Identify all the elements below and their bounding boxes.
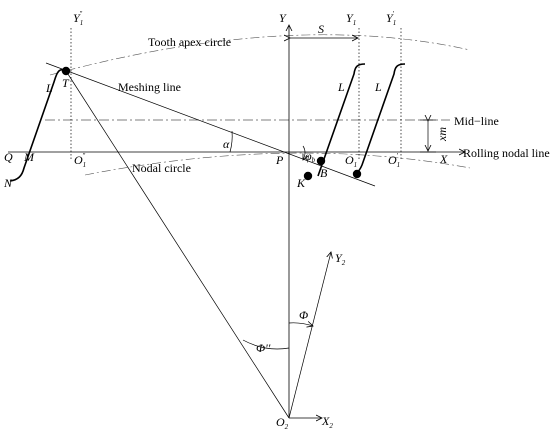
angle-arc-alpha — [229, 130, 233, 153]
angle-arc-phi-small — [303, 145, 305, 160]
label-o2: O2 — [276, 415, 289, 431]
tooth-profile-left — [9, 68, 67, 182]
label-y1: Y1 — [346, 11, 356, 27]
label-p: P — [275, 153, 284, 167]
label-rolling-nodal-line: Rolling nodal line — [463, 146, 550, 160]
label-y1pp: Y1'' — [73, 10, 83, 27]
y2-axis — [288, 252, 331, 419]
label-xm: xm — [435, 127, 449, 142]
nodal-circle — [84, 152, 471, 176]
label-t: T — [62, 76, 70, 90]
point-t-marker — [61, 66, 71, 76]
label-l-right-2: L — [374, 80, 382, 94]
point-b-marker — [316, 156, 326, 166]
label-phi-cap: Φ — [299, 308, 308, 322]
angle-arc-phi-cap-pp — [242, 339, 290, 350]
point-end-marker — [352, 169, 362, 179]
label-m: M — [23, 150, 35, 164]
label-meshing-line: Meshing line — [118, 80, 181, 94]
label-y1p: Y1' — [386, 10, 396, 27]
label-b: B — [320, 166, 328, 180]
label-mid-line: Mid−line — [454, 114, 499, 128]
point-k-marker — [303, 171, 313, 181]
label-k: K — [296, 176, 306, 190]
tooth-apex-circle — [49, 34, 471, 76]
label-o1pp: O1'' — [74, 152, 86, 169]
label-y: Y — [279, 11, 287, 25]
label-x: X — [439, 152, 448, 166]
label-phi-small: φb — [305, 149, 316, 164]
meshing-line — [45, 62, 376, 187]
label-y2: Y2 — [335, 251, 346, 267]
label-tooth-apex-circle: Tooth apex circle — [148, 35, 231, 49]
label-o1: O1 — [345, 153, 357, 169]
angle-arc-phi-cap — [288, 323, 313, 326]
label-o1p: O1' — [388, 152, 400, 169]
label-s: S — [318, 22, 324, 36]
label-l-left: L — [45, 81, 53, 95]
label-alpha: α — [223, 137, 230, 151]
label-x2: X2 — [321, 414, 333, 430]
tooth-profile-right-1 — [317, 63, 366, 177]
label-phi-cap-pp: Φ'' — [256, 341, 271, 355]
label-n: N — [3, 176, 13, 190]
line-o2-to-t — [65, 70, 290, 419]
label-nodal-circle: Nodal circle — [132, 161, 191, 175]
label-l-right-1: L — [337, 80, 345, 94]
label-q: Q — [4, 150, 13, 164]
